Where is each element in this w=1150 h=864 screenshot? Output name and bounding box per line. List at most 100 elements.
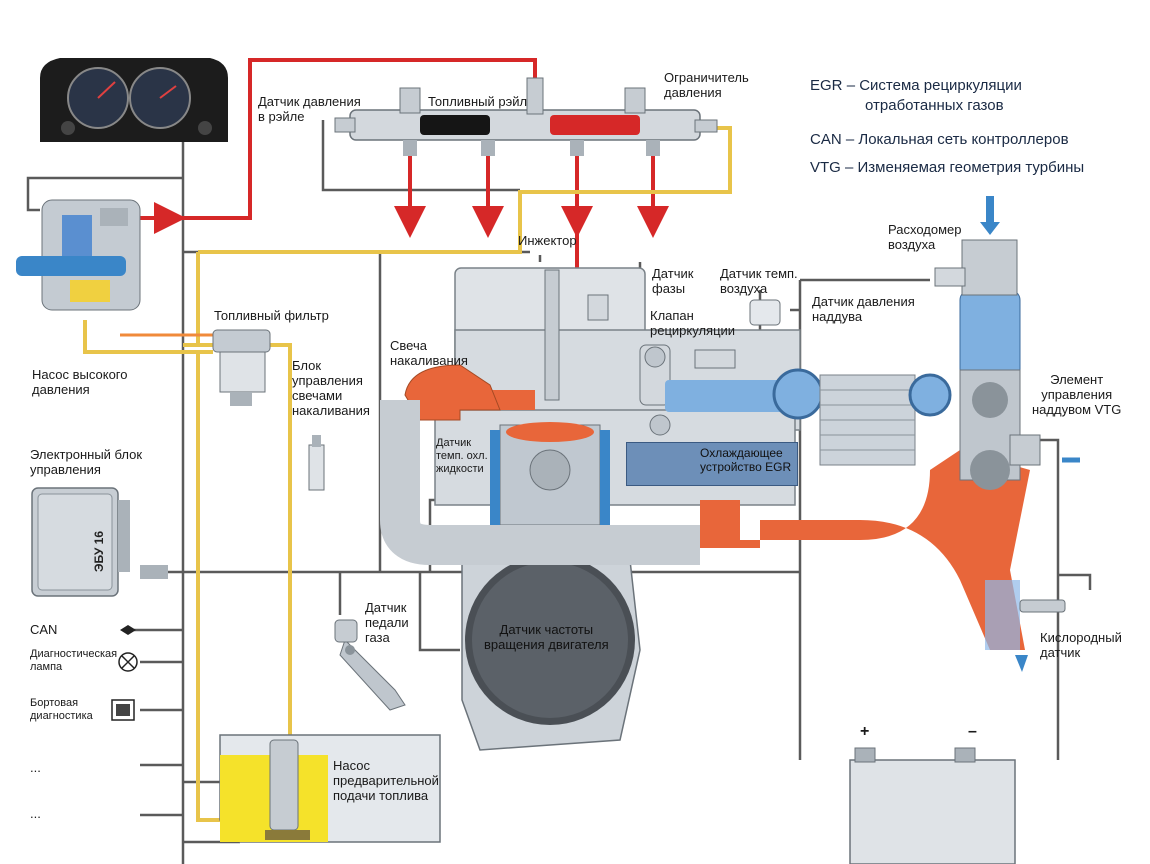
label-line: вращения двигателя (484, 637, 609, 652)
label-line: предварительной (333, 773, 439, 788)
label-line: темп. охл. (436, 450, 488, 462)
fuel-lines (83, 126, 732, 822)
label-line: Ограничитель (664, 70, 749, 85)
dashboard-icon (40, 58, 228, 142)
fuel-tank (219, 734, 441, 843)
ecu (31, 487, 168, 597)
label-line: воздуха (720, 281, 768, 296)
label-line: Клапан (650, 308, 694, 323)
label-line: Свеча (390, 338, 427, 353)
label-phase-sensor: Датчик фазы (652, 266, 693, 296)
oxygen-sensor (1019, 599, 1066, 613)
label-oxygen-sensor: Кислородный датчик (1040, 630, 1122, 660)
label-pressure-limiter: Ограничитель давления (664, 70, 749, 100)
label-line: лампа (30, 661, 63, 673)
label-line: Датчик давления (258, 94, 361, 109)
label-rail-pressure-sensor: Датчик давления в рэйле (258, 94, 361, 124)
label-obd: Бортовая диагностика (30, 697, 93, 723)
label-line: Электронный блок (30, 447, 143, 462)
label-line: Датчик (365, 600, 407, 615)
label-line: газа (365, 630, 390, 645)
label-line: Насос (333, 758, 370, 773)
label-line: наддувом VTG (1032, 402, 1122, 417)
label-line: подачи топлива (333, 788, 429, 803)
label-line: воздуха (888, 237, 936, 252)
diagnostic-lamp-icon (118, 652, 138, 672)
legend-can: CAN – Локальная сеть контроллеров (810, 130, 1069, 149)
egr-cooler (626, 442, 798, 486)
high-pressure-pump (16, 199, 141, 311)
ecu-tag: ЭБУ 16 (92, 530, 106, 572)
label-line: Датчик давления (812, 294, 915, 309)
label-hp-pump: Насос высокого давления (32, 367, 127, 397)
legend-egr: EGR – Система рециркуляции (810, 76, 1022, 95)
high-pressure-lines (130, 58, 669, 272)
label-coolant-temp: Датчик темп. охл. жидкости (436, 437, 488, 476)
label-line: свечами (292, 388, 343, 403)
label-pedal-sensor: Датчик педали газа (365, 600, 409, 645)
label-ellipsis: ... (30, 760, 41, 775)
label-line: Насос высокого (32, 367, 128, 382)
label-line: в рэйле (258, 109, 305, 124)
glow-plug-control (308, 435, 325, 491)
label-glow-plug: Свеча накаливания (390, 338, 468, 368)
turbocharger (934, 267, 1080, 490)
label-line: управления (292, 373, 363, 388)
legend-vtg-text: – Изменяемая геометрия турбины (845, 159, 1085, 176)
label-line: наддува (812, 309, 863, 324)
label-air-flow-meter: Расходомер воздуха (888, 222, 961, 252)
label-can: CAN (30, 622, 58, 637)
label-line: устройство EGR (700, 460, 792, 474)
legend-egr-abbr: EGR (810, 77, 843, 94)
fuel-rail (334, 77, 718, 156)
label-line: накаливания (292, 403, 370, 418)
label-glow-control: Блок управления свечами накаливания (292, 358, 370, 418)
label-line: рециркуляции (650, 323, 736, 338)
label-line: Блок (292, 358, 322, 373)
legend-can-abbr: CAN (810, 131, 842, 148)
label-diag-lamp: Диагностическая лампа (30, 648, 117, 674)
fuel-filter (212, 329, 271, 406)
label-line: управления (30, 462, 101, 477)
label-injector: Инжектор (518, 233, 577, 248)
label-line: Диагностическая (30, 648, 118, 660)
label-line: Охлаждающее (700, 446, 783, 460)
label-line: Датчик (436, 437, 472, 449)
battery (849, 747, 1016, 864)
label-boost-pressure-sensor: Датчик давления наддува (812, 294, 915, 324)
label-line: фазы (652, 281, 686, 296)
legend-vtg-abbr: VTG (810, 159, 841, 176)
label-line: датчик (1040, 645, 1081, 660)
battery-minus: – (968, 723, 977, 740)
label-line: давления (32, 382, 90, 397)
accelerator-pedal (334, 619, 406, 711)
label-line: Кислородный (1040, 630, 1122, 645)
label-line: накаливания (390, 353, 468, 368)
can-arrows-icon (120, 625, 136, 635)
label-air-temp-sensor: Датчик темп. воздуха (720, 266, 798, 296)
label-ecu: Электронный блок управления (30, 447, 142, 477)
label-line: диагностика (30, 710, 93, 722)
battery-plus: + (860, 723, 870, 740)
obd-port-icon (111, 699, 135, 721)
label-line: управления (1041, 387, 1113, 402)
label-line: Датчик (652, 266, 694, 281)
legend-vtg: VTG – Изменяемая геометрия турбины (810, 158, 1084, 177)
legend-can-text: – Локальная сеть контроллеров (845, 131, 1069, 148)
label-line: Бортовая (30, 697, 79, 709)
label-crank-sensor: Датчик частоты вращения двигателя (484, 622, 609, 652)
label-vtg-element: Элемент управления наддувом VTG (1032, 372, 1121, 417)
exhaust-path (380, 364, 1030, 650)
label-line: педали (365, 615, 409, 630)
label-line: давления (664, 85, 722, 100)
label-egr-cooler: Охлаждающее устройство EGR (700, 446, 791, 474)
label-egr-valve: Клапан рециркуляции (650, 308, 735, 338)
label-line: жидкости (436, 463, 484, 475)
label-line: Датчик темп. (720, 266, 798, 281)
label-fuel-filter: Топливный фильтр (214, 308, 329, 323)
label-line: Расходомер (888, 222, 962, 237)
legend-egr-text: – Система рециркуляции (846, 77, 1022, 94)
legend-egr-text-2: отработанных газов (865, 97, 1004, 114)
engine (434, 267, 801, 751)
